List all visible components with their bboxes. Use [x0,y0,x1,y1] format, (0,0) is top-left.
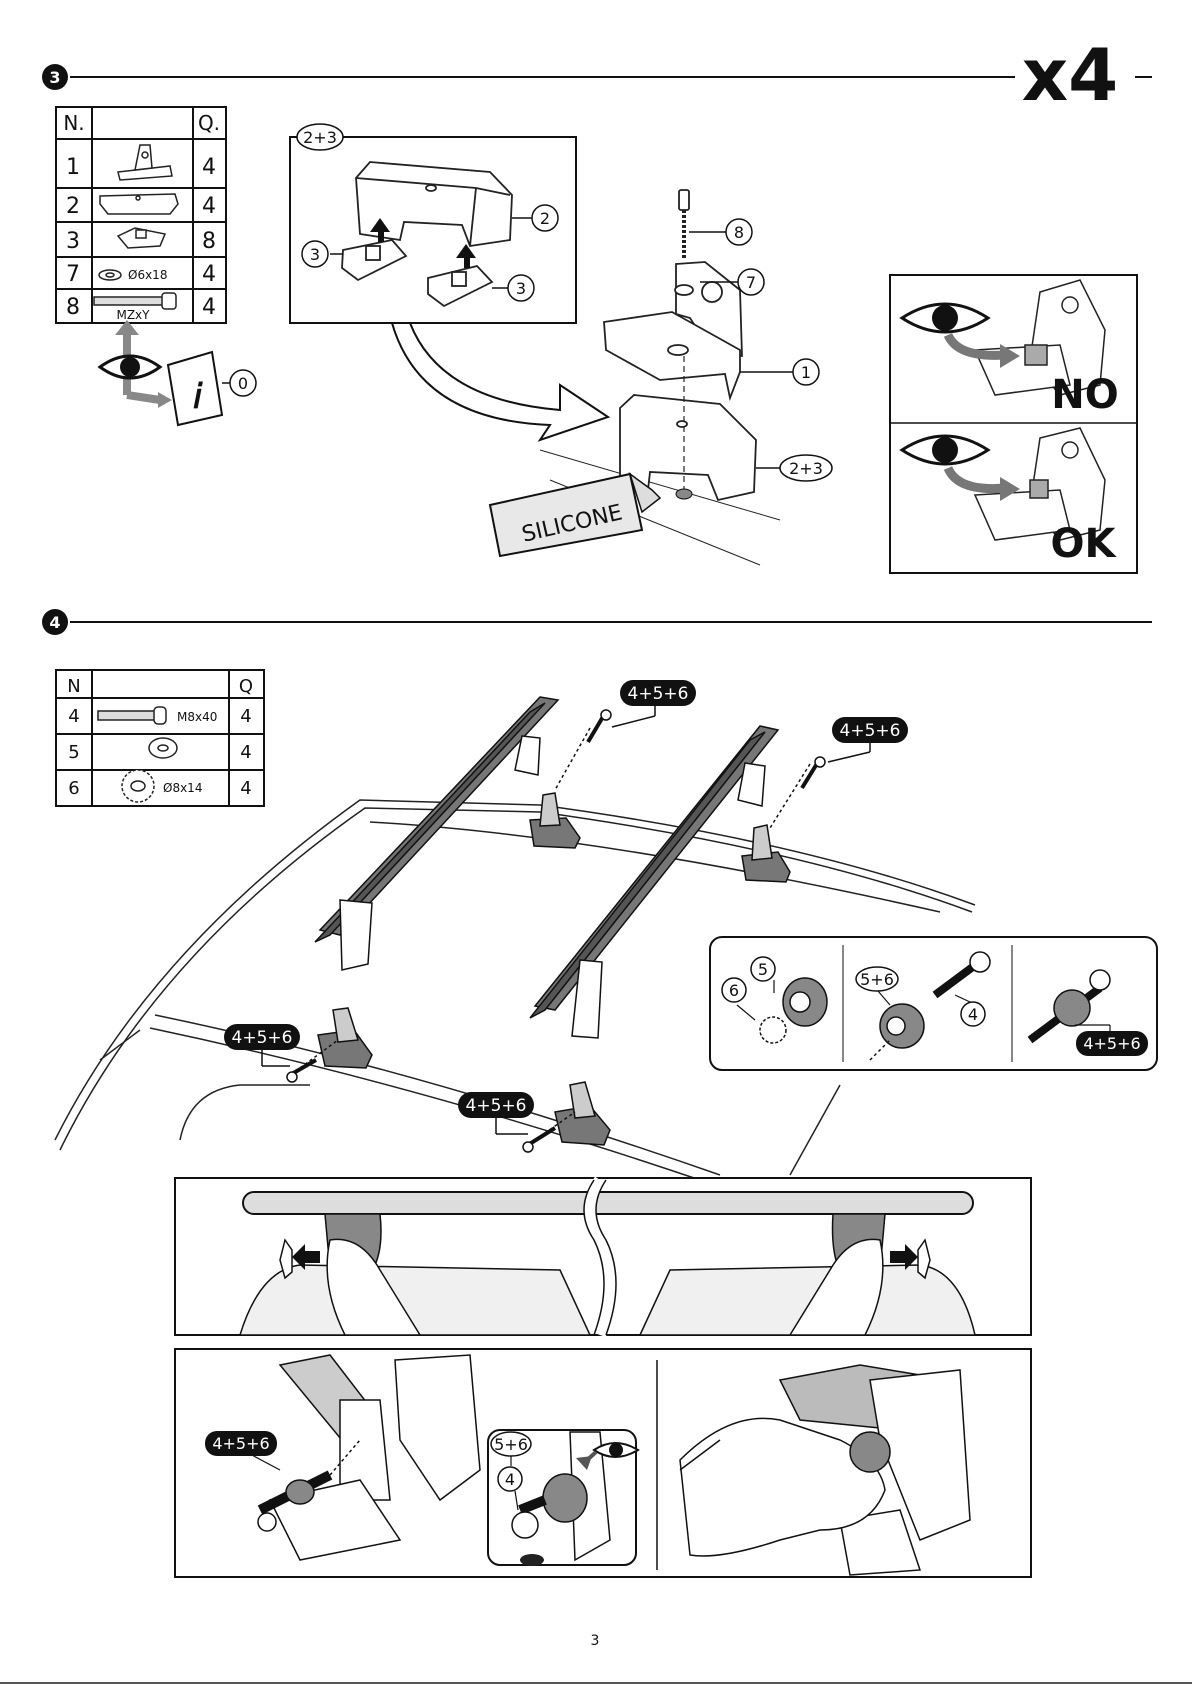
bolt-assembly-detail: 5 6 5+6 4 4+5+6 [710,937,1157,1070]
part-quantity: 4 [202,295,216,320]
inset-callout-56: 5+6 [494,1435,528,1454]
manual-book-icon: i [168,352,222,425]
table-header-n: N [67,676,80,697]
part-quantity: 4 [202,155,216,180]
part-icons [94,145,178,309]
part-quantity: 4 [202,262,216,287]
callout-top-right: 4+5+6 [840,721,901,741]
part-dimension: M8x40 [177,710,217,724]
table-header-q: Q. [198,111,220,135]
pad-assembly-box: 2+3 2 3 3 [290,124,576,323]
detail-callout-4: 4 [968,1005,978,1024]
part-number: 4 [68,706,79,727]
callout-part3a: 3 [310,245,320,264]
step3-parts-table [56,107,226,323]
callout-part7: 7 [746,273,756,292]
part-number: 6 [68,778,79,799]
detail-callout-56: 5+6 [860,970,894,989]
pad-block-icon [100,194,178,214]
part-quantity: 4 [240,778,251,799]
verify-ok-label: OK [1051,521,1118,567]
detail-callout-456: 4+5+6 [1083,1034,1140,1053]
part-dimension: Ø8x14 [163,781,202,795]
step3-table-text: N. Q. 1 4 2 4 3 8 7 Ø6x18 4 8 MZxY 4 [63,111,220,322]
foot-bracket-icon [118,145,172,180]
part-dimension: MZxY [116,308,150,322]
bolt-tightening-panel: 4+5+6 5+6 4 [175,1349,1031,1577]
quantity-multiplier: x4 [1022,33,1119,117]
part-number: 8 [66,295,80,320]
read-manual-hint: i 0 [100,320,256,425]
page-number: 3 [591,1633,600,1649]
part-number: 1 [66,155,80,180]
svg-text:i: i [193,377,203,417]
pad-part-drawing [342,162,512,306]
eye-icon [100,356,160,378]
verify-no-label: NO [1051,372,1118,418]
step3-number: 3 [49,68,60,87]
callout-box: 2+3 [303,128,337,147]
callout-part1: 1 [801,363,811,382]
detail-callout-5: 5 [758,960,768,979]
callout-part3b: 3 [516,279,526,298]
part-number: 5 [68,742,79,763]
bar-positioning-panel [175,1178,1031,1335]
washer-icon [99,270,121,280]
table-header-n: N. [63,111,84,135]
callout-mid-left: 4+5+6 [232,1028,293,1048]
callout-part8: 8 [734,223,744,242]
curved-arrow-icon [392,323,608,440]
part-quantity: 4 [240,706,251,727]
table-header-q: Q [239,676,253,697]
nut-plate-icon [118,228,165,248]
inset-callout-4: 4 [505,1470,515,1489]
callout-info: 0 [238,374,248,393]
bolt-icon [98,707,166,724]
detail-callout-6: 6 [729,981,739,1000]
callout-top-left: 4+5+6 [628,684,689,704]
part-quantity: 4 [202,194,216,219]
zoom-inset: 5+6 4 [488,1430,638,1566]
callout-part23: 2+3 [789,459,823,478]
part-number: 3 [66,229,80,254]
part-quantity: 8 [202,229,216,254]
lock-washer-icon [122,770,154,802]
washer-icon [149,738,177,758]
up-arrow-icon [456,244,476,268]
bolt-icon [94,293,176,309]
roof-bar-left [315,697,558,970]
step4-header: 4 [42,609,1152,635]
verify-panel: NO OK [890,275,1137,573]
bottom-callout-456: 4+5+6 [212,1434,269,1453]
callout-part2: 2 [540,209,550,228]
step4-number: 4 [49,613,60,632]
step3-header: 3 x4 [42,33,1152,117]
silicone-tube: SILICONE [490,474,692,556]
callout-mid-right: 4+5+6 [466,1096,527,1116]
part-number: 7 [66,262,80,287]
part-quantity: 4 [240,742,251,763]
part-number: 2 [66,194,80,219]
part-dimension: Ø6x18 [128,268,167,282]
